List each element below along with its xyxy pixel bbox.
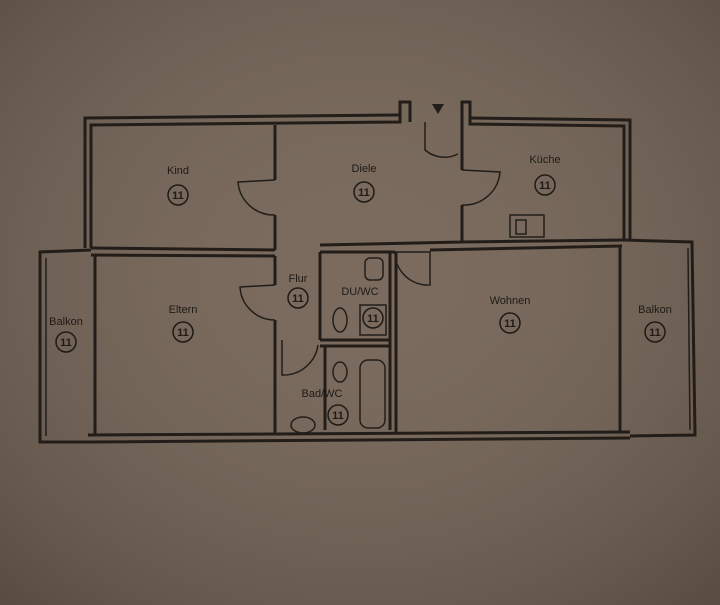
room-number-circle [644,321,666,343]
room-wohnen: Wohnen 11 [490,295,531,334]
room-name: Küche [529,154,560,166]
room-balkon-left: Balkon 11 [49,316,83,353]
room-bad-wc: Bad/WC 11 [302,388,349,426]
room-number: 11 [172,190,184,202]
room-name: Balkon [638,304,672,316]
room-name: Kind [167,165,189,177]
room-number-circle [353,181,375,203]
room-number: 11 [332,410,344,422]
room-number-circle [327,404,349,426]
room-diele: Diele 11 [351,163,377,203]
room-number: 11 [177,327,189,339]
room-number: 11 [504,318,516,330]
room-name: Balkon [49,316,83,328]
room-kueche: Küche 11 [529,154,561,196]
room-name: Diele [351,163,376,175]
room-number-circle [362,307,384,329]
room-du-wc: DU/WC 11 [341,286,384,329]
room-balkon-right: Balkon 11 [638,304,672,343]
room-name: Wohnen [490,295,531,307]
room-flur: Flur 11 [287,273,309,309]
room-number: 11 [649,327,661,339]
room-number-circle [55,331,77,353]
room-number-circle [172,321,194,343]
room-number-circle [534,174,556,196]
room-eltern: Eltern 11 [169,304,198,343]
room-number-circle [499,312,521,334]
room-number-circle [287,287,309,309]
room-name: DU/WC [341,286,378,298]
walls [38,100,697,444]
room-number: 11 [60,337,72,349]
room-number-circle [167,184,189,206]
room-number: 11 [292,293,304,305]
room-name: Bad/WC [302,388,343,400]
room-number: 11 [367,313,379,325]
room-name: Flur [289,273,308,285]
room-kind: Kind 11 [167,165,189,206]
room-name: Eltern [169,304,198,316]
room-number: 11 [539,180,551,192]
room-number: 11 [358,187,370,199]
